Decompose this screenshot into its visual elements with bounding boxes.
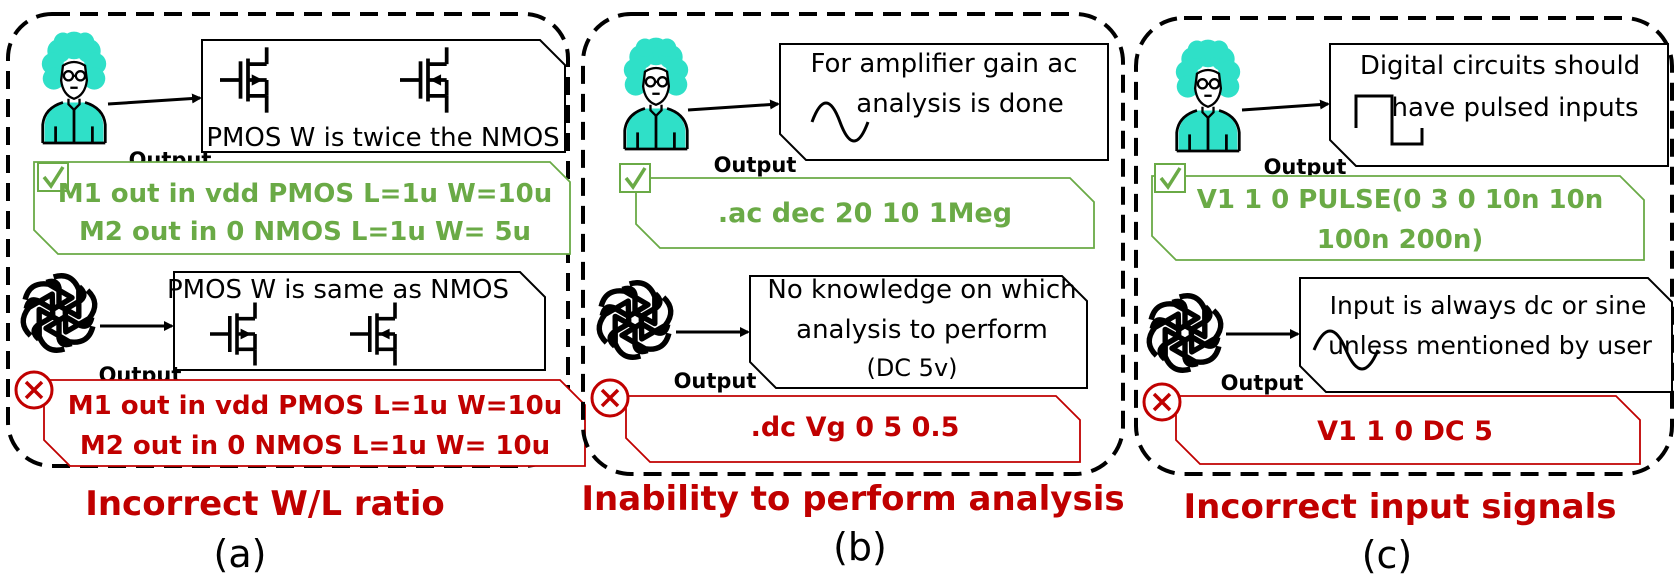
human-note-text-1: For amplifier gain ac [810,49,1077,79]
correct-netlist-line-1: V1 1 0 PULSE(0 3 0 10n 10n [1197,185,1604,215]
openai-logo-icon [593,283,677,357]
engineer-avatar-icon [1174,38,1242,153]
checkmark-box [1154,163,1186,193]
cross-icon [24,380,44,400]
human-note-text: PMOS W is twice the NMOS [206,123,559,153]
openai-logo-icon [17,276,101,350]
ai-note-box [1299,277,1673,393]
correct-netlist-line-1: M1 out in vdd PMOS L=1u W=10u [58,179,553,209]
checkmark-box [619,163,651,193]
correct-netlist-line-1: .ac dec 20 10 1Meg [718,198,1012,229]
correct-netlist-line-2: 100n 200n) [1317,225,1484,255]
output-label: Output [1264,155,1347,179]
incorrect-netlist-line-2: M2 out in 0 NMOS L=1u W= 10u [80,431,550,461]
sine-wave-icon [810,101,870,143]
panel-b-border [581,12,1125,476]
ai-note-text-1: Input is always dc or sine [1330,291,1647,320]
panel-a-caption: Incorrect W/L ratio [85,484,445,524]
sine-wave-icon [1312,329,1380,371]
cross-icon [1152,392,1172,412]
ai-note-box [173,271,546,371]
engineer-avatar-icon [622,36,690,151]
incorrect-netlist-line-1: V1 1 0 DC 5 [1317,416,1493,447]
panel-a: PMOS W is twice the NMOS Output M1 out i… [6,12,586,576]
human-note-text-2: have pulsed inputs [1392,93,1639,123]
incorrect-netlist-box [625,395,1081,463]
arrow [1241,99,1330,112]
ai-note-box [749,275,1088,389]
arrow [687,99,780,112]
checkmark-icon [42,166,65,190]
panel-c-caption: Incorrect input signals [1184,487,1617,527]
ai-note-text-2: analysis to perform [796,315,1048,345]
human-note-text-1: Digital circuits should [1360,51,1640,81]
ai-note-text-2: unless mentioned by user [1328,331,1653,360]
checkmark-icon [1159,167,1182,191]
incorrect-netlist-box [1175,395,1641,465]
correct-netlist-line-2: M2 out in 0 NMOS L=1u W= 5u [79,217,531,247]
panel-b-caption: Inability to perform analysis [581,479,1124,519]
incorrect-netlist-line-1: .dc Vg 0 5 0.5 [751,412,960,443]
correct-netlist-box [33,161,571,255]
ai-note-text-1: No knowledge on which [767,275,1076,305]
arrow [107,93,202,106]
panel-b: For amplifier gain ac analysis is done O… [581,12,1125,569]
human-note-box [1329,43,1669,167]
cross-icon [600,388,620,408]
panel-c-sublabel: (c) [1362,533,1413,577]
pulse-wave-icon [1354,94,1424,146]
human-note-box [201,39,566,153]
checkmark-icon [624,167,647,191]
output-label: Output [714,153,797,177]
output-label: Output [1221,371,1304,395]
incorrect-netlist-line-1: M1 out in vdd PMOS L=1u W=10u [68,391,563,421]
panel-c: Digital circuits should have pulsed inpu… [1134,16,1674,577]
human-note-box [779,43,1109,161]
correct-netlist-box [635,177,1095,249]
ai-note-text-3: (DC 5v) [866,354,957,382]
openai-logo-icon [1143,296,1227,370]
incorrect-netlist-box [43,379,586,467]
ai-note-text: PMOS W is same as NMOS [167,275,509,305]
panel-b-sublabel: (b) [833,525,887,569]
output-label: Output [674,369,757,393]
human-note-text-2: analysis is done [856,89,1063,119]
engineer-avatar-icon [40,30,108,145]
panel-a-sublabel: (a) [214,532,267,576]
correct-netlist-box [1151,175,1645,261]
